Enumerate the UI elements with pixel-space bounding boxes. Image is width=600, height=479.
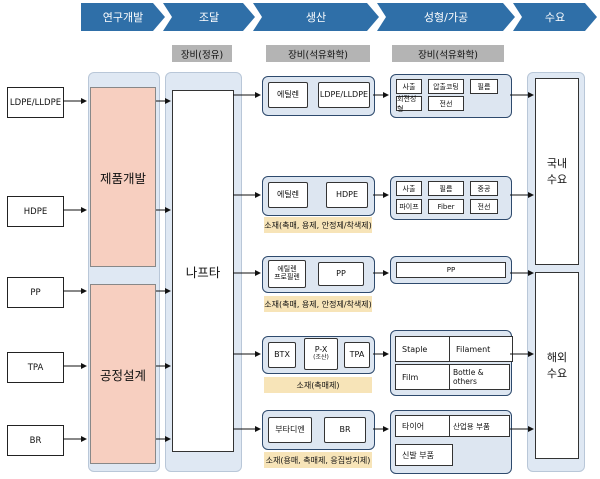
px-box: P-X (조산) bbox=[304, 338, 338, 370]
product-pp: PP bbox=[7, 277, 64, 308]
pp-box: PP bbox=[318, 262, 364, 286]
px-label: P-X bbox=[314, 345, 328, 355]
naphtha-box: 나프타 bbox=[172, 90, 234, 452]
materials-label: 소재(촉매, 용제, 안정제/착색제) bbox=[264, 296, 372, 312]
tpa-box: TPA bbox=[344, 342, 370, 368]
product-tpa: TPA bbox=[7, 352, 64, 383]
product-ldpe-lldpe: LDPE/LLDPE bbox=[7, 87, 64, 118]
use-film: 필름 bbox=[428, 181, 464, 196]
px-sublabel: (조산) bbox=[313, 354, 329, 362]
use-film: Film bbox=[395, 364, 453, 390]
materials-label: 소재(용매, 촉매제, 응집방지제) bbox=[264, 452, 372, 468]
use-injection: 사출 bbox=[396, 79, 422, 94]
ldpe-lldpe-box: LDPE/LLDPE bbox=[318, 82, 370, 108]
use-extrusion-coating: 압출코팅 bbox=[428, 79, 464, 94]
equipment-refinery-label: 장비(정유) bbox=[172, 45, 232, 62]
stage-label: 생산 bbox=[305, 11, 327, 24]
use-staple: Staple bbox=[395, 336, 453, 362]
product-development-box: 제품개발 bbox=[90, 87, 156, 267]
stage-process: 성형/가공 bbox=[377, 3, 515, 31]
use-blow-molding: 중공 bbox=[470, 181, 498, 196]
domestic-demand-box: 국내 수요 bbox=[535, 78, 579, 265]
use-fiber: Fiber bbox=[428, 199, 464, 214]
ethylene-box: 에틸렌 bbox=[268, 82, 308, 108]
use-wire: 전선 bbox=[428, 96, 464, 111]
use-shoe-parts: 신발 부품 bbox=[395, 444, 453, 466]
use-pipe: 파이프 bbox=[396, 199, 422, 214]
equipment-petrochem-process-label: 장비(석유화학) bbox=[392, 45, 504, 62]
ethylene-box: 에틸렌 bbox=[268, 182, 308, 208]
use-film: 필름 bbox=[470, 79, 498, 94]
stage-demand: 수요 bbox=[513, 3, 597, 31]
stage-procure: 조달 bbox=[163, 3, 255, 31]
materials-label: 소재(촉매, 용제, 안정제/착색제) bbox=[264, 217, 372, 233]
stage-label: 성형/가공 bbox=[423, 11, 469, 24]
use-pp: PP bbox=[396, 262, 506, 278]
equipment-petrochem-label: 장비(석유화학) bbox=[266, 45, 370, 62]
br-box: BR bbox=[324, 417, 366, 443]
process-design-box: 공정설계 bbox=[90, 284, 156, 464]
btx-box: BTX bbox=[268, 342, 296, 368]
materials-label: 소재(촉매제) bbox=[264, 377, 372, 393]
overseas-demand-box: 해외 수요 bbox=[535, 272, 579, 459]
stage-label: 연구개발 bbox=[102, 11, 144, 24]
hdpe-box: HDPE bbox=[326, 182, 368, 208]
stage-label: 수요 bbox=[544, 11, 566, 24]
use-injection: 사출 bbox=[396, 181, 422, 196]
use-industrial-parts: 산업용 부품 bbox=[449, 415, 510, 437]
use-bottle-others: Bottle & others bbox=[449, 364, 510, 390]
butadiene-box: 부타디엔 bbox=[268, 417, 312, 443]
product-hdpe: HDPE bbox=[7, 196, 64, 227]
stage-label: 조달 bbox=[198, 11, 220, 24]
use-filament: Filament bbox=[449, 336, 513, 362]
stage-produce: 생산 bbox=[253, 3, 379, 31]
use-rotational-molding: 회전성형 bbox=[396, 95, 422, 113]
product-br: BR bbox=[7, 425, 64, 456]
use-tire: 타이어 bbox=[395, 415, 453, 437]
ethylene-propylene-box: 에틸렌 프로필렌 bbox=[268, 260, 306, 288]
use-wire: 전선 bbox=[470, 199, 498, 214]
stage-rnd: 연구개발 bbox=[81, 3, 165, 31]
